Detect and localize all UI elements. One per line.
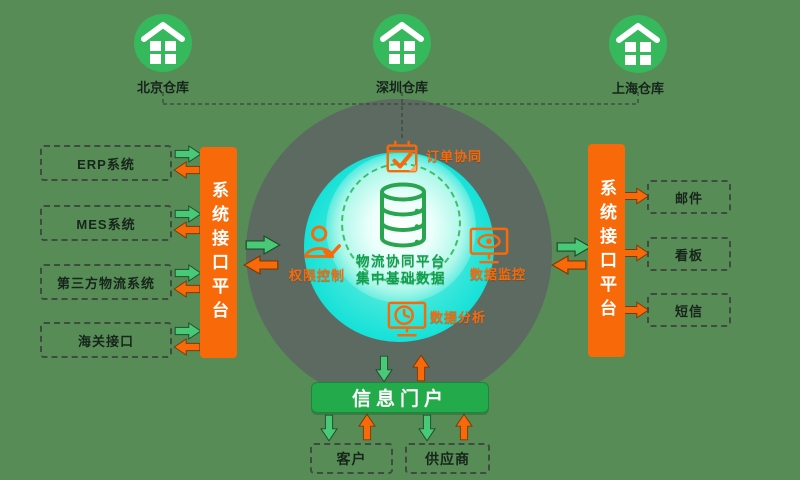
core-to-rightbar-arrow — [556, 237, 592, 257]
warehouse-shenzhen: 深圳仓库 — [372, 13, 432, 95]
interface-bar-left-label: 系统接口平台 — [209, 180, 228, 325]
monitor-clock-icon — [387, 301, 427, 337]
portal-box: 信息门户 — [311, 382, 489, 413]
feature-label-permission: 权限控制 — [289, 268, 346, 283]
warehouse-icon — [373, 14, 431, 72]
customs-in-arrow — [173, 338, 201, 356]
system-box-customs: 海关接口 — [40, 322, 172, 358]
system-box-mes: MES系统 — [40, 205, 172, 241]
warehouse-label: 北京仓库 — [136, 80, 189, 95]
mes-out-arrow — [174, 205, 202, 223]
interface-bar-right: 系统接口平台 — [588, 144, 625, 357]
user-permission-icon — [304, 225, 341, 259]
sms-arrow — [623, 301, 649, 319]
database-icon — [380, 182, 426, 248]
feature-label-monitoring: 数据监控 — [470, 267, 527, 282]
rightbar-to-core-arrow — [551, 255, 587, 275]
core-title-line2: 集中基础数据 — [356, 271, 446, 286]
erp-out-arrow — [174, 145, 202, 163]
customs-out-arrow — [174, 322, 202, 340]
channel-box-board: 看板 — [647, 237, 731, 271]
mes-in-arrow — [173, 221, 201, 239]
feature-label-order: 订单协同 — [426, 149, 483, 164]
mail-arrow — [623, 187, 649, 205]
interface-bar-right-label: 系统接口平台 — [597, 178, 616, 323]
monitor-eye-icon — [469, 227, 509, 264]
warehouse-beijing: 北京仓库 — [133, 13, 193, 95]
portal-to-supplier-arrow — [418, 414, 436, 442]
channel-box-sms: 短信 — [647, 293, 731, 327]
system-box-3pl: 第三方物流系统 — [40, 264, 172, 300]
system-box-erp: ERP系统 — [40, 145, 172, 181]
core-title-line1: 物流协同平台 — [356, 254, 446, 269]
board-arrow — [623, 244, 649, 262]
tpl-out-arrow — [174, 264, 202, 282]
supplier-to-portal-arrow — [455, 413, 473, 441]
order-check-icon — [386, 140, 418, 173]
warehouse-icon — [134, 14, 192, 72]
erp-in-arrow — [173, 161, 201, 179]
warehouse-label: 上海仓库 — [611, 81, 664, 96]
party-box-customer: 客户 — [310, 443, 393, 474]
channel-box-mail: 邮件 — [647, 180, 731, 214]
portal-to-customer-arrow — [320, 414, 338, 442]
warehouse-label: 深圳仓库 — [375, 80, 428, 95]
party-box-supplier: 供应商 — [405, 443, 490, 474]
warehouse-shanghai: 上海仓库 — [608, 14, 668, 96]
customer-to-portal-arrow — [358, 413, 376, 441]
interface-bar-left: 系统接口平台 — [200, 147, 237, 358]
tpl-in-arrow — [173, 280, 201, 298]
warehouse-icon — [609, 15, 667, 73]
feature-label-analysis: 数据分析 — [430, 310, 487, 325]
